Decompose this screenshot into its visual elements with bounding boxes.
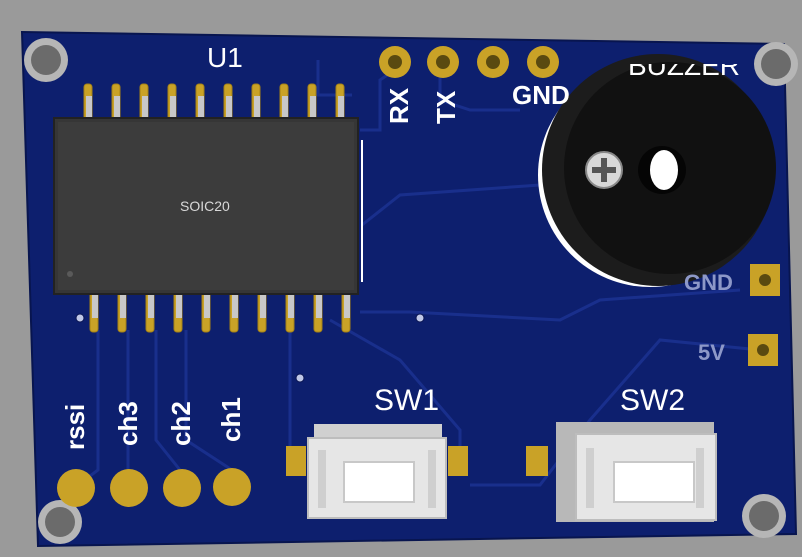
ic-chip <box>53 117 363 295</box>
switch-sw1 <box>286 424 468 519</box>
header-pin-label-rx: RX <box>384 87 414 124</box>
switch-sw2 <box>526 422 717 522</box>
mounting-hole-icon <box>38 500 82 544</box>
buzzer <box>538 54 776 287</box>
header-pin-label-tx: TX <box>431 90 461 124</box>
copper-traces <box>77 60 761 487</box>
power-label-gnd: GND <box>684 270 733 295</box>
header-top-pads <box>379 46 559 78</box>
phillips-screw-icon <box>585 151 623 189</box>
mounting-hole-icon <box>24 38 68 82</box>
buzzer-label: BUZZER <box>628 50 740 81</box>
switch-label-sw2: SW2 <box>620 384 686 417</box>
header-pin-label-gnd: GND <box>512 80 570 110</box>
mounting-hole-icon <box>754 42 798 86</box>
channel-pads <box>57 468 251 507</box>
channel-label-ch1: ch1 <box>216 397 246 442</box>
vias <box>75 313 425 383</box>
ic-top-leads <box>86 96 344 122</box>
channel-label-ch2: ch2 <box>166 401 196 446</box>
ic-designator: U1 <box>207 42 243 73</box>
mounting-hole-icon <box>742 494 786 538</box>
ic-package-label: SOIC20 <box>180 198 230 214</box>
power-label-5v: 5V <box>698 340 725 365</box>
channel-label-ch3: ch3 <box>113 401 143 446</box>
power-pads <box>748 264 780 366</box>
channel-label-rssi: rssi <box>60 403 90 450</box>
switch-label-sw1: SW1 <box>374 384 440 417</box>
ic-bottom-leads <box>92 292 350 318</box>
